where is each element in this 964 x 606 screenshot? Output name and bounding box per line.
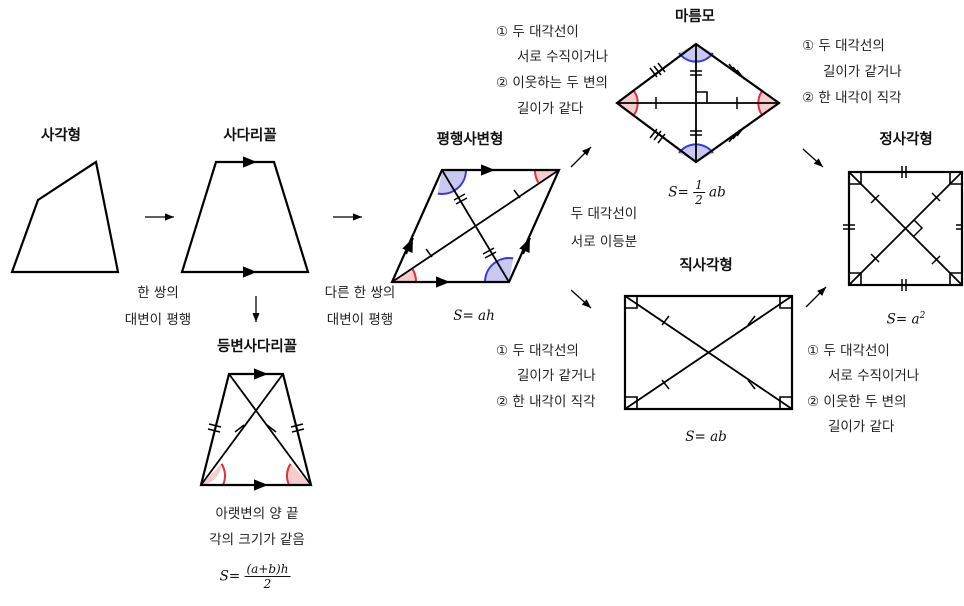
trapezoid-shape xyxy=(180,156,310,278)
arrow-icon xyxy=(805,286,827,308)
condition-rhombus-to-square-line2: 길이가 같거나 xyxy=(823,64,902,80)
formula-numerator: (a+b)h xyxy=(244,562,291,578)
formula-exponent: 2 xyxy=(919,311,926,321)
rectangle-shape xyxy=(623,294,794,411)
condition-rhombus-to-square-line3: ② 한 내각이 직각 xyxy=(802,90,902,106)
square-area-formula: S= a2 xyxy=(887,312,926,327)
square-shape xyxy=(843,166,964,291)
condition-isosceles-line2: 각의 크기가 같음 xyxy=(209,532,305,548)
condition-rectangle-to-square-line2: 서로 수직이거나 xyxy=(828,368,920,384)
isosceles-trapezoid-title: 등변사다리꼴 xyxy=(216,339,298,355)
condition-to-rhombus-line2: 서로 수직이거나 xyxy=(517,49,609,65)
arrow-icon xyxy=(802,148,824,168)
parallelogram-diagonal-property-line1: 두 대각선이 xyxy=(570,206,638,222)
parallelogram-area-formula: S= ah xyxy=(453,308,495,324)
condition-to-rectangle-line1: ① 두 대각선의 xyxy=(496,343,579,359)
formula-lhs: S= xyxy=(668,184,689,201)
rectangle-title: 직사각형 xyxy=(679,258,733,274)
condition-rectangle-to-square-line1: ① 두 대각선이 xyxy=(807,343,890,359)
condition-to-rhombus-line1: ① 두 대각선이 xyxy=(496,24,579,40)
formula-fraction: (a+b)h 2 xyxy=(244,562,291,592)
arrow-icon xyxy=(570,289,592,309)
rhombus-area-formula: S= 1 2 ab xyxy=(668,178,726,208)
condition-to-parallelogram-line1: 다른 한 쌍의 xyxy=(324,285,396,301)
condition-rectangle-to-square-line4: 길이가 같다 xyxy=(828,419,895,435)
condition-rhombus-to-square-line1: ① 두 대각선의 xyxy=(802,38,885,54)
condition-isosceles-line1: 아랫변의 양 끝 xyxy=(215,506,299,522)
formula-lhs: S= a xyxy=(886,311,920,328)
condition-to-parallelogram-line2: 대변이 평행 xyxy=(326,312,394,328)
condition-to-rectangle-line3: ② 한 내각이 직각 xyxy=(496,394,596,410)
isosceles-trapezoid-shape xyxy=(199,368,313,491)
rectangle-area-formula: S= ab xyxy=(685,429,727,445)
condition-to-trapezoid-line2: 대변이 평행 xyxy=(124,312,192,328)
parallelogram-shape xyxy=(390,164,561,288)
condition-to-rhombus-line4: 길이가 같다 xyxy=(517,101,584,117)
parallelogram-title: 평행사변형 xyxy=(436,132,504,148)
rhombus-shape xyxy=(615,42,781,164)
formula-denominator: 2 xyxy=(263,577,272,592)
quadrilateral-title: 사각형 xyxy=(40,128,82,144)
condition-rectangle-to-square-line3: ② 이웃한 두 변의 xyxy=(807,394,907,410)
formula-rhs: ab xyxy=(709,184,726,201)
rhombus-title: 마름모 xyxy=(674,9,716,25)
formula-denominator: 2 xyxy=(695,193,703,208)
quadrilateral-shape xyxy=(10,160,120,274)
condition-to-rhombus-line3: ② 이웃하는 두 변의 xyxy=(496,75,608,91)
formula-fraction: 1 2 xyxy=(693,178,705,208)
parallelogram-diagonal-property-line2: 서로 이등분 xyxy=(570,234,638,250)
formula-numerator: 1 xyxy=(693,178,705,194)
condition-to-trapezoid-line1: 한 쌍의 xyxy=(137,285,179,301)
square-title: 정사각형 xyxy=(879,132,933,148)
condition-to-rectangle-line2: 길이가 같거나 xyxy=(517,368,596,384)
formula-lhs: S= xyxy=(219,568,241,585)
arrow-icon xyxy=(570,146,592,168)
trapezoid-area-formula: S= (a+b)h 2 xyxy=(220,562,291,592)
trapezoid-title: 사다리꼴 xyxy=(223,128,277,144)
